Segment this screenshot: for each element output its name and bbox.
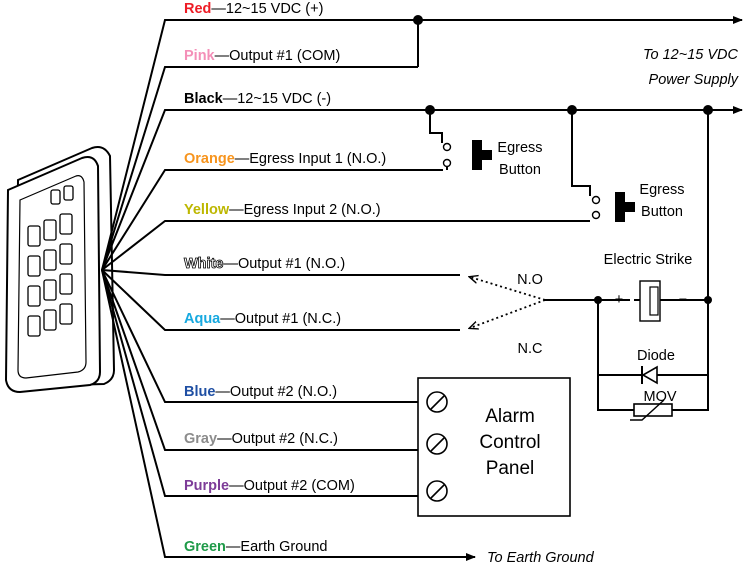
wire-color-orange: Orange — [184, 151, 235, 167]
egress-button-2: Egress Button — [591, 182, 685, 222]
alarm-line3: Panel — [486, 458, 535, 479]
wire-color-gray: Gray — [184, 431, 217, 447]
alarm-line2: Control — [479, 432, 540, 453]
wire-desc-yellow: —Egress Input 2 (N.O.) — [229, 202, 381, 218]
wire-label-blue: Blue—Output #2 (N.O.) — [184, 384, 337, 400]
wire-label-gray: Gray—Output #2 (N.C.) — [184, 431, 338, 447]
wire-labels: Red—12~15 VDC (+) Pink—Output #1 (COM) Bla… — [184, 1, 387, 555]
wire-desc-orange: —Egress Input 1 (N.O.) — [235, 151, 387, 167]
wire-color-green: Green — [184, 539, 226, 555]
wire-color-pink: Pink — [184, 48, 216, 64]
relay-no-label: N.O — [517, 272, 543, 288]
wire-desc-aqua: —Output #1 (N.C.) — [220, 311, 341, 327]
power-supply-line1: To 12~15 VDC — [643, 47, 739, 63]
egress-2-line2: Button — [641, 204, 683, 220]
diode: Diode — [637, 348, 675, 385]
wire-desc-gray: —Output #2 (N.C.) — [217, 431, 338, 447]
wire-desc-red: —12~15 VDC (+) — [211, 1, 323, 17]
wire-label-black: Black—12~15 VDC (-) — [184, 91, 331, 107]
wire-label-red: Red—12~15 VDC (+) — [184, 1, 323, 17]
earth-ground-label: To Earth Ground — [487, 550, 595, 566]
power-rails — [417, 16, 743, 411]
wire-color-yellow: Yellow — [184, 202, 230, 218]
alarm-line1: Alarm — [485, 406, 535, 427]
wire-color-blue: Blue — [184, 384, 215, 400]
mov-varistor: MOV — [630, 389, 677, 421]
relay-contacts: N.O N.C — [470, 272, 546, 357]
power-supply-line2: Power Supply — [649, 72, 739, 88]
strike-plus: + — [615, 292, 623, 308]
wire-label-pink: Pink—Output #1 (COM) — [184, 48, 340, 64]
wire-label-green: Green—Earth Ground — [184, 539, 327, 555]
egress-1-line2: Button — [499, 162, 541, 178]
wire-color-purple: Purple — [184, 478, 229, 494]
wire-label-aqua: Aqua—Output #1 (N.C.) — [184, 311, 341, 327]
strike-title: Electric Strike — [604, 252, 693, 268]
wire-desc-white: —Output #1 (N.O.) — [223, 256, 345, 272]
strike-minus: − — [679, 292, 687, 308]
wire-label-yellow: Yellow—Egress Input 2 (N.O.) — [184, 202, 381, 218]
diode-label: Diode — [637, 348, 675, 364]
alarm-control-panel: Alarm Control Panel — [417, 377, 571, 517]
wire-desc-blue: —Output #2 (N.O.) — [215, 384, 337, 400]
relay-nc-label: N.C — [518, 341, 543, 357]
wire-desc-green: —Earth Ground — [226, 539, 328, 555]
wire-color-red: Red — [184, 1, 211, 17]
junction-dots — [413, 15, 713, 304]
wire-desc-black: —12~15 VDC (-) — [223, 91, 331, 107]
egress-2-line1: Egress — [639, 182, 684, 198]
wire-color-black: Black — [184, 91, 224, 107]
wire-desc-pink: —Output #1 (COM) — [215, 48, 341, 64]
wire-label-white: White—Output #1 (N.O.) — [184, 256, 345, 272]
wire-desc-purple: —Output #2 (COM) — [229, 478, 355, 494]
mov-label: MOV — [643, 389, 676, 405]
keypad-reader — [4, 146, 116, 394]
electric-strike: Electric Strike + − — [604, 252, 693, 322]
egress-button-1: Egress Button — [442, 140, 543, 178]
wire-label-purple: Purple—Output #2 (COM) — [184, 478, 355, 494]
egress-1-line1: Egress — [497, 140, 542, 156]
wire-label-orange: Orange—Egress Input 1 (N.O.) — [184, 151, 386, 167]
wire-color-aqua: Aqua — [184, 311, 221, 327]
wire-bundle — [101, 19, 590, 561]
wire-color-white: White — [184, 256, 223, 272]
